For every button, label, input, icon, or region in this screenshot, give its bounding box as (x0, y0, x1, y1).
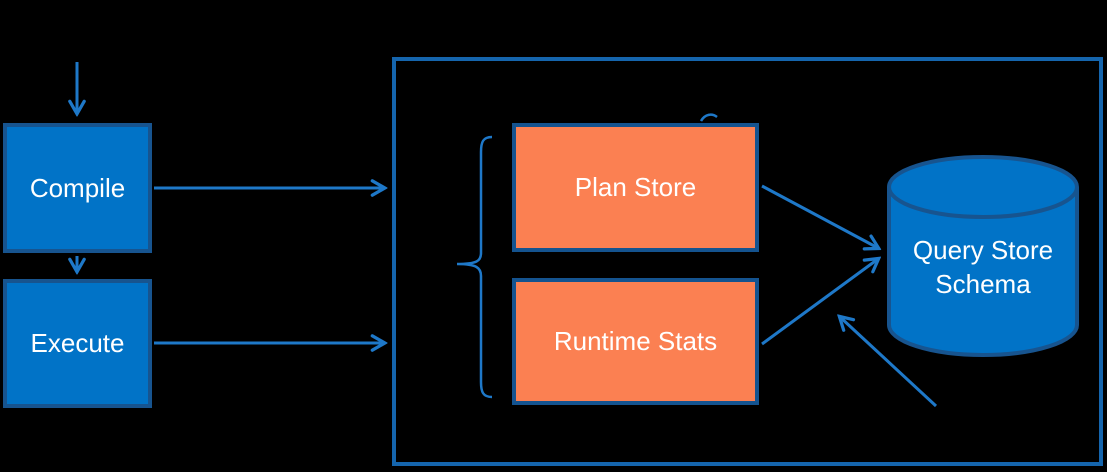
plan-store-box: Plan Store (512, 123, 759, 252)
arrow-plan-store-to-schema (761, 184, 878, 248)
query-store-container-box (392, 57, 1103, 466)
plan-store-label: Plan Store (574, 172, 697, 202)
grouping-brace (456, 135, 493, 399)
runtime-stats-label: Runtime Stats (553, 326, 718, 356)
runtime-stats-box: Runtime Stats (512, 278, 759, 405)
arrow-async-to-schema (840, 317, 938, 408)
database-cylinder-icon (887, 155, 1079, 357)
curve-fragment (699, 113, 718, 122)
compile-box: Compile (3, 123, 152, 253)
compile-label: Compile (29, 172, 126, 203)
arrow-runtime-stats-to-schema (761, 259, 878, 346)
query-store-schema-label: Query Store Schema (912, 235, 1054, 299)
execute-box: Execute (3, 279, 152, 408)
execute-label: Execute (30, 328, 125, 358)
